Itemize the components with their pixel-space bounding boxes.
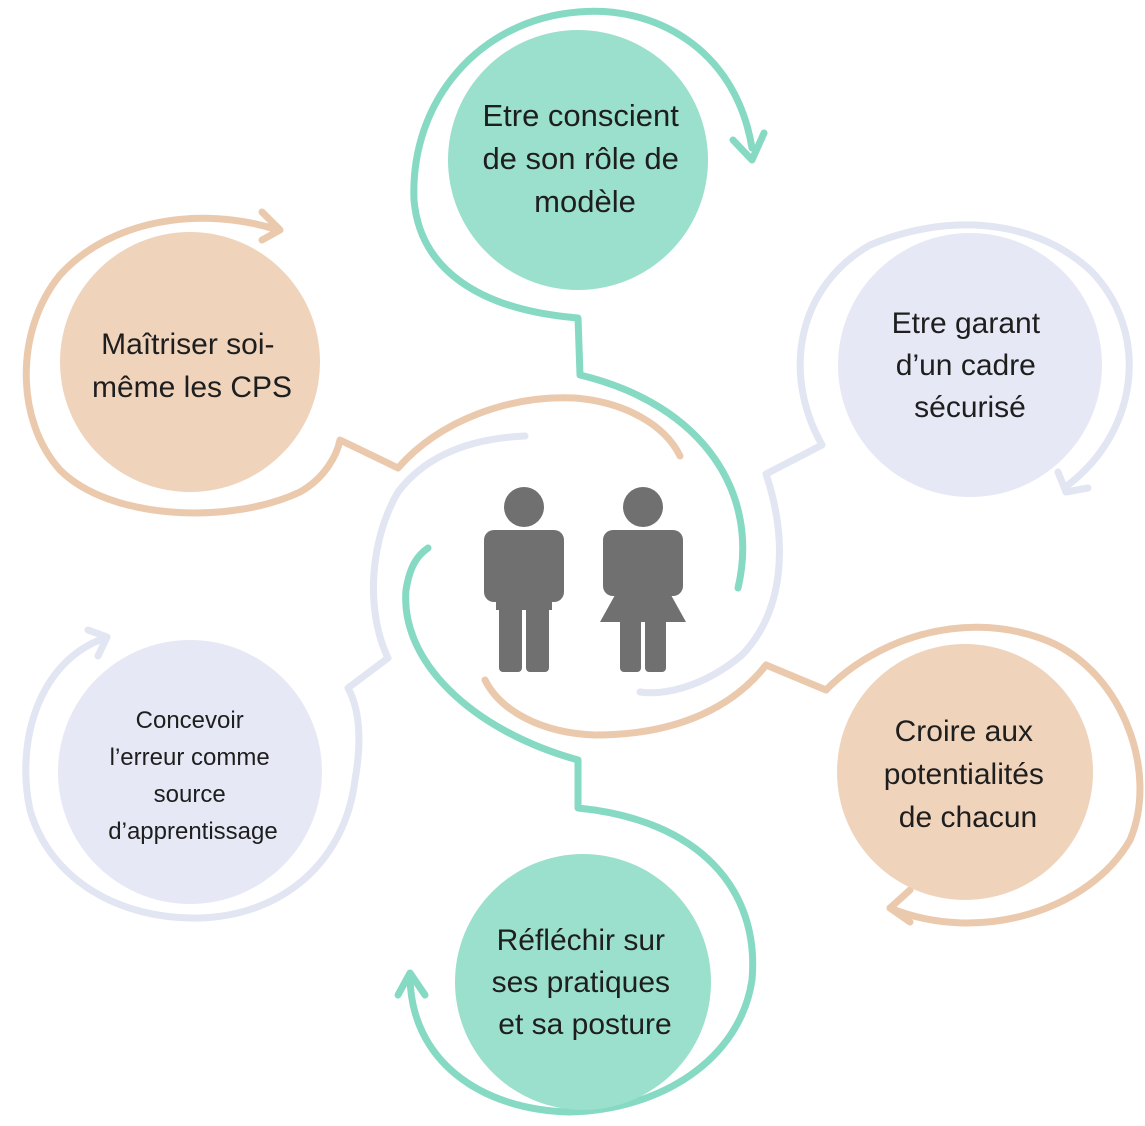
- node-line: modèle: [534, 184, 636, 219]
- node-line: de chacun: [899, 801, 1037, 834]
- node-line: et sa posture: [498, 1008, 671, 1041]
- node-line: ses pratiques: [492, 966, 670, 999]
- right-arrowhead: [1054, 468, 1092, 496]
- bottom-right-arrowhead: [886, 886, 914, 926]
- left-loop-arrow: [22, 432, 529, 922]
- node-line: Concevoir: [136, 707, 244, 734]
- circle-pratiques-posture: [455, 854, 711, 1110]
- circle-cadre-securise: [838, 233, 1102, 497]
- node-line: potentialités: [884, 758, 1044, 791]
- man-icon: [484, 487, 564, 672]
- node-text-potentialites: Croire aux potentialités de chacun: [884, 715, 1052, 834]
- node-line: Croire aux: [895, 715, 1033, 748]
- circle-potentialites: [837, 644, 1093, 900]
- woman-icon: [600, 487, 686, 672]
- top-loop-arrow: [410, 7, 756, 592]
- node-text-erreur-apprentissage: Concevoir l’erreur comme source d’appren…: [108, 707, 277, 845]
- node-line: Maîtriser soi-: [101, 328, 274, 361]
- node-line: d’un cadre: [896, 349, 1036, 382]
- right-loop-arrow: [636, 221, 1133, 697]
- node-line: l’erreur comme: [110, 744, 270, 771]
- node-line: source: [154, 781, 226, 808]
- circle-role-modele: [448, 30, 708, 290]
- node-text-cadre-securise: Etre garant d’un cadre sécurisé: [892, 307, 1049, 424]
- top-left-arrowhead: [258, 208, 284, 244]
- node-line: sécurisé: [914, 391, 1026, 424]
- node-line: Etre conscient: [482, 98, 679, 133]
- circle-maitriser-cps: [60, 232, 320, 492]
- node-text-pratiques-posture: Réfléchir sur ses pratiques et sa postur…: [492, 924, 679, 1041]
- node-text-role-modele: Etre conscient de son rôle de modèle: [482, 98, 687, 219]
- node-line: de son rôle de: [482, 141, 678, 176]
- left-arrowhead: [84, 626, 111, 660]
- circle-erreur-apprentissage: [58, 640, 322, 904]
- node-text-maitriser-cps: Maîtriser soi- même les CPS: [92, 328, 292, 404]
- node-line: d’apprentissage: [108, 818, 277, 845]
- man-and-woman-icon: [484, 487, 686, 672]
- bottom-arrowhead: [394, 969, 429, 999]
- bottom-right-loop-arrow: [481, 623, 1144, 927]
- bottom-loop-arrow: [402, 544, 757, 1116]
- node-line: Etre garant: [892, 307, 1041, 340]
- top-arrowhead: [729, 129, 768, 164]
- top-left-loop-arrow: [22, 214, 684, 517]
- node-line: même les CPS: [92, 371, 292, 404]
- node-line: Réfléchir sur: [497, 924, 665, 957]
